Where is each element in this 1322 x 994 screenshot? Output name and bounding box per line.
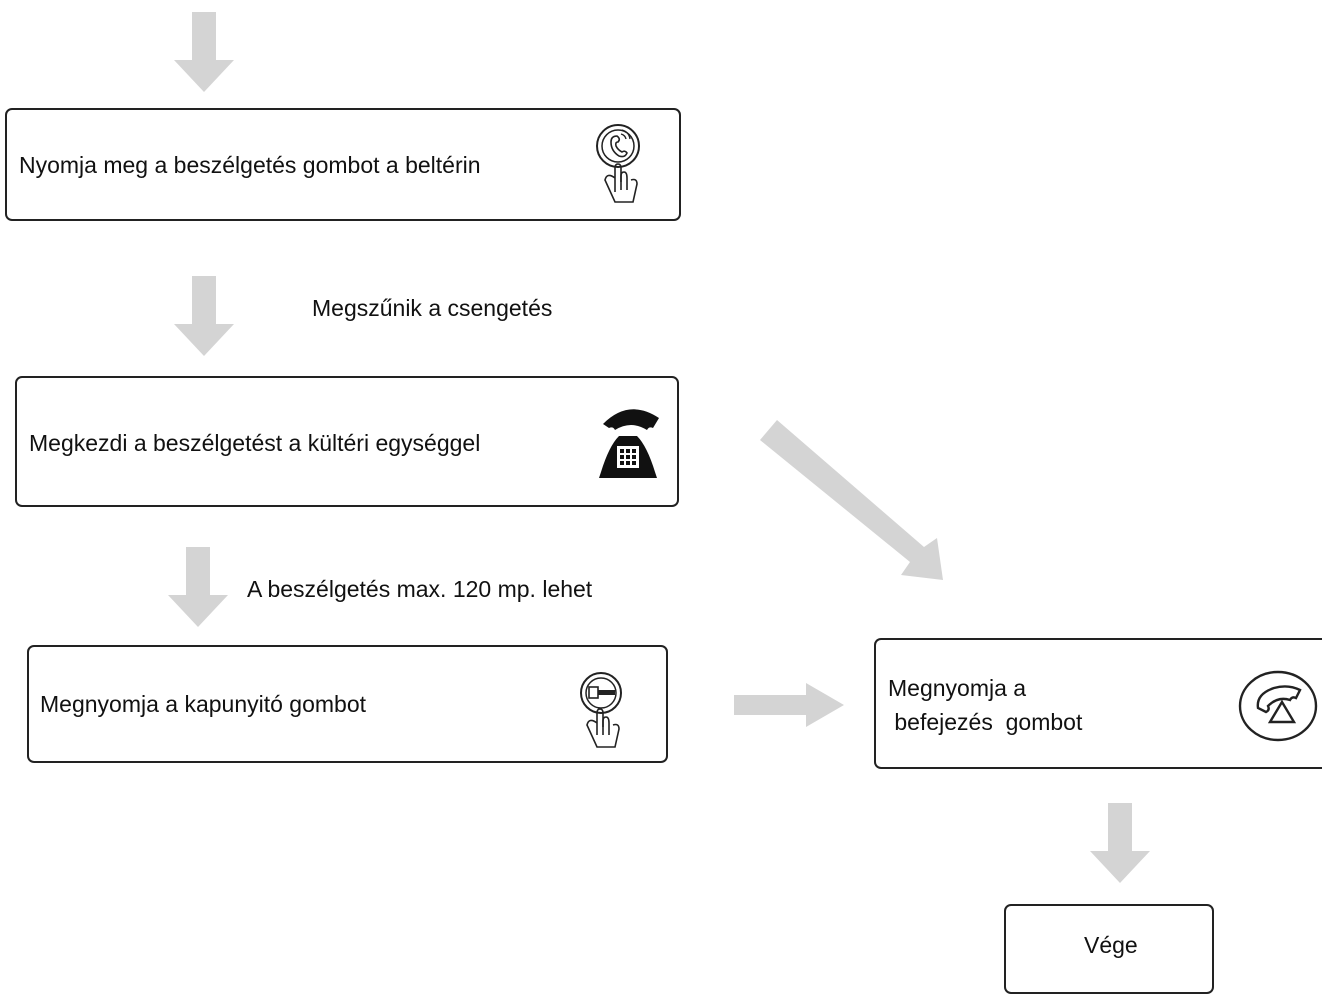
step-end-button-box: Megnyomja a befejezés gombot — [874, 638, 1322, 769]
step-talk-button-box: Nyomja meg a beszélgetés gombot a beltér… — [5, 108, 681, 221]
step-end-label: Vége — [1084, 932, 1138, 958]
arrow-diagonal — [760, 420, 943, 580]
note-ringing-stops: Megszűnik a csengetés — [312, 295, 553, 321]
press-talk-button-icon — [596, 124, 640, 203]
step-end-button-line2: befejezés gombot — [888, 709, 1083, 735]
note-max-duration: A beszélgetés max. 120 mp. lehet — [247, 576, 593, 602]
press-unlock-button-icon — [580, 672, 622, 748]
arrow-down-top — [174, 12, 234, 92]
arrow-down-3 — [1090, 803, 1150, 883]
arrow-right — [734, 683, 844, 727]
step-conversation-box: Megkezdi a beszélgetést a kültéri egység… — [15, 376, 679, 507]
arrow-down-1 — [174, 276, 234, 356]
step-unlock-box: Megnyomja a kapunyitó gombot — [27, 645, 668, 763]
step-end-box: Vége — [1004, 904, 1214, 994]
step-unlock-label: Megnyomja a kapunyitó gombot — [40, 691, 367, 717]
step-conversation-label: Megkezdi a beszélgetést a kültéri egység… — [29, 430, 481, 456]
step-end-button-line1: Megnyomja a — [888, 675, 1027, 701]
arrow-down-2 — [168, 547, 228, 627]
step-talk-button-label: Nyomja meg a beszélgetés gombot a beltér… — [19, 152, 481, 178]
telephone-icon — [599, 409, 659, 478]
hang-up-icon — [1238, 670, 1318, 742]
